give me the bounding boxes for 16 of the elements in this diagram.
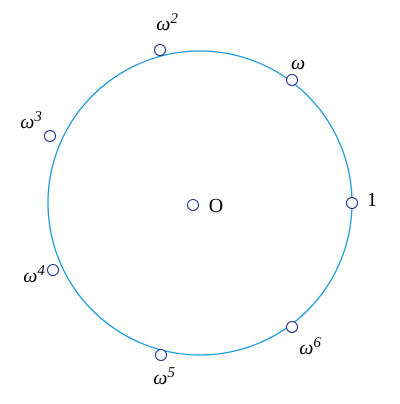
point-marker bbox=[154, 44, 166, 56]
point-label: ω$^{5}$ bbox=[153, 368, 175, 388]
point-marker bbox=[286, 74, 298, 86]
point-marker bbox=[47, 264, 59, 276]
point-marker bbox=[187, 199, 199, 211]
point-label: O bbox=[208, 196, 224, 216]
point-marker bbox=[346, 197, 358, 209]
point-label: ω$^{2}$ bbox=[156, 14, 178, 34]
point-label: ω$^{6}$ bbox=[299, 338, 321, 358]
point-marker bbox=[286, 321, 298, 333]
point-label: ω bbox=[290, 53, 306, 73]
point-label: 1 bbox=[367, 190, 377, 210]
point-label: ω$^{3}$ bbox=[20, 112, 42, 132]
point-marker bbox=[155, 349, 167, 361]
point-label: ω$^{4}$ bbox=[23, 266, 45, 286]
point-marker bbox=[44, 130, 56, 142]
